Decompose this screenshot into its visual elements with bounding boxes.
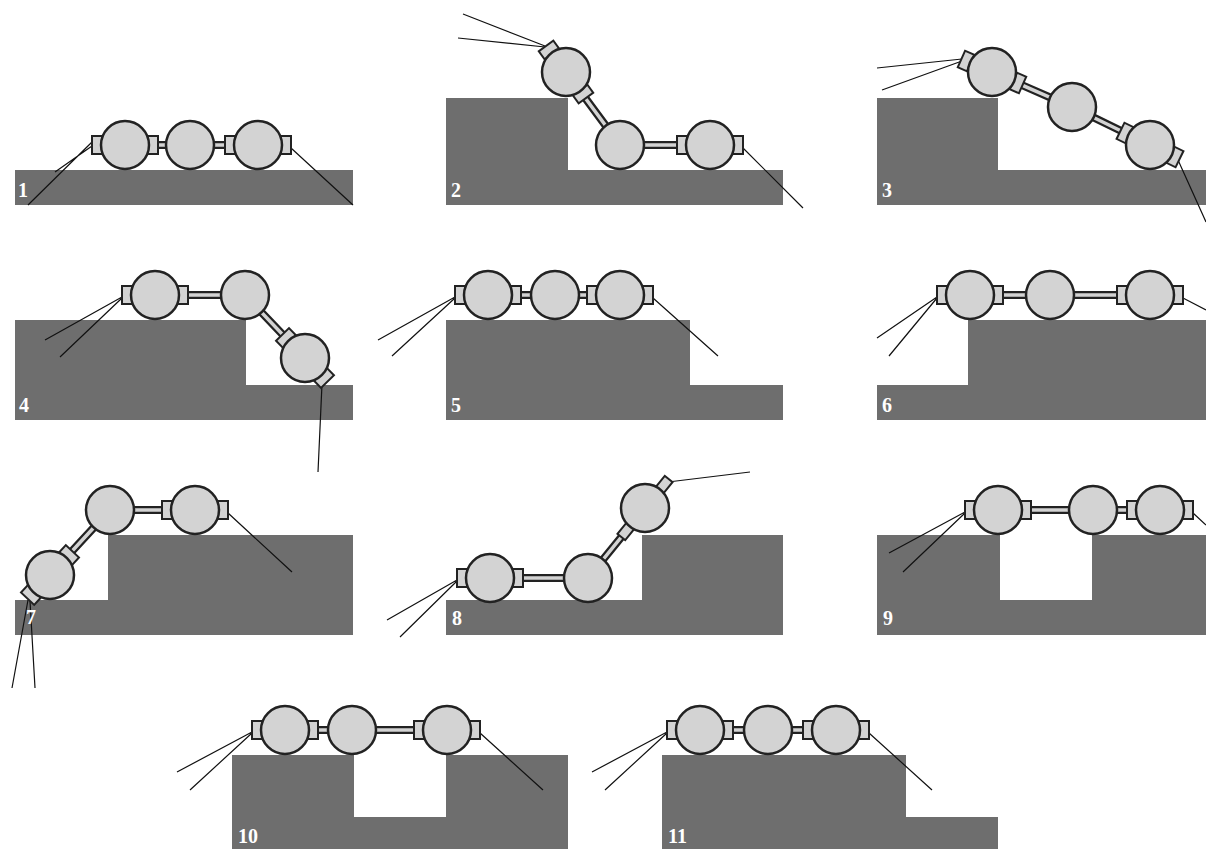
- terrain: [15, 98, 1206, 849]
- ground: [15, 170, 353, 205]
- panel-number: 9: [883, 608, 893, 628]
- module: [328, 706, 376, 754]
- module: [621, 484, 669, 532]
- module: [171, 486, 219, 534]
- whisker: [387, 472, 750, 637]
- module: [464, 271, 512, 319]
- rods-inner: [50, 72, 1160, 730]
- whisker: [877, 59, 1206, 222]
- module: [166, 121, 214, 169]
- ground: [877, 320, 1206, 420]
- whisker: [458, 14, 803, 208]
- panel-number: 7: [26, 607, 36, 627]
- ground: [446, 320, 783, 420]
- module: [1069, 486, 1117, 534]
- ground: [232, 755, 568, 849]
- ground: [662, 755, 998, 849]
- module: [1026, 271, 1074, 319]
- module: [221, 271, 269, 319]
- module: [423, 706, 471, 754]
- rod: [992, 72, 1150, 145]
- module: [466, 554, 514, 602]
- module: [676, 706, 724, 754]
- rod: [992, 72, 1150, 145]
- panel-number: 8: [452, 608, 462, 628]
- module: [1048, 83, 1096, 131]
- module: [1126, 121, 1174, 169]
- module: [744, 706, 792, 754]
- module: [1126, 271, 1174, 319]
- whiskers: [12, 14, 1206, 790]
- module: [1136, 486, 1184, 534]
- module: [86, 486, 134, 534]
- module: [101, 121, 149, 169]
- module: [261, 706, 309, 754]
- panel-number: 11: [668, 826, 687, 846]
- ground: [15, 320, 353, 420]
- panel-number: 2: [451, 180, 461, 200]
- module: [946, 271, 994, 319]
- module: [542, 48, 590, 96]
- whisker: [12, 513, 292, 688]
- ground: [446, 98, 783, 205]
- panel-number: 4: [19, 395, 29, 415]
- module: [596, 121, 644, 169]
- ground: [877, 98, 1206, 205]
- rods-outer: [50, 72, 1160, 730]
- ground: [15, 535, 353, 635]
- panel-number: 10: [238, 826, 258, 846]
- module: [564, 554, 612, 602]
- module: [968, 48, 1016, 96]
- module: [531, 271, 579, 319]
- module: [281, 334, 329, 382]
- module: [974, 486, 1022, 534]
- module: [812, 706, 860, 754]
- panel-number: 5: [451, 395, 461, 415]
- module: [131, 271, 179, 319]
- module: [686, 121, 734, 169]
- panel-number: 3: [882, 180, 892, 200]
- panel-number: 6: [882, 395, 892, 415]
- modules: [26, 48, 1184, 754]
- module: [596, 271, 644, 319]
- panel-number: 1: [18, 180, 28, 200]
- module: [26, 551, 74, 599]
- whisker: [45, 297, 322, 472]
- module: [234, 121, 282, 169]
- end-caps: [21, 41, 1193, 739]
